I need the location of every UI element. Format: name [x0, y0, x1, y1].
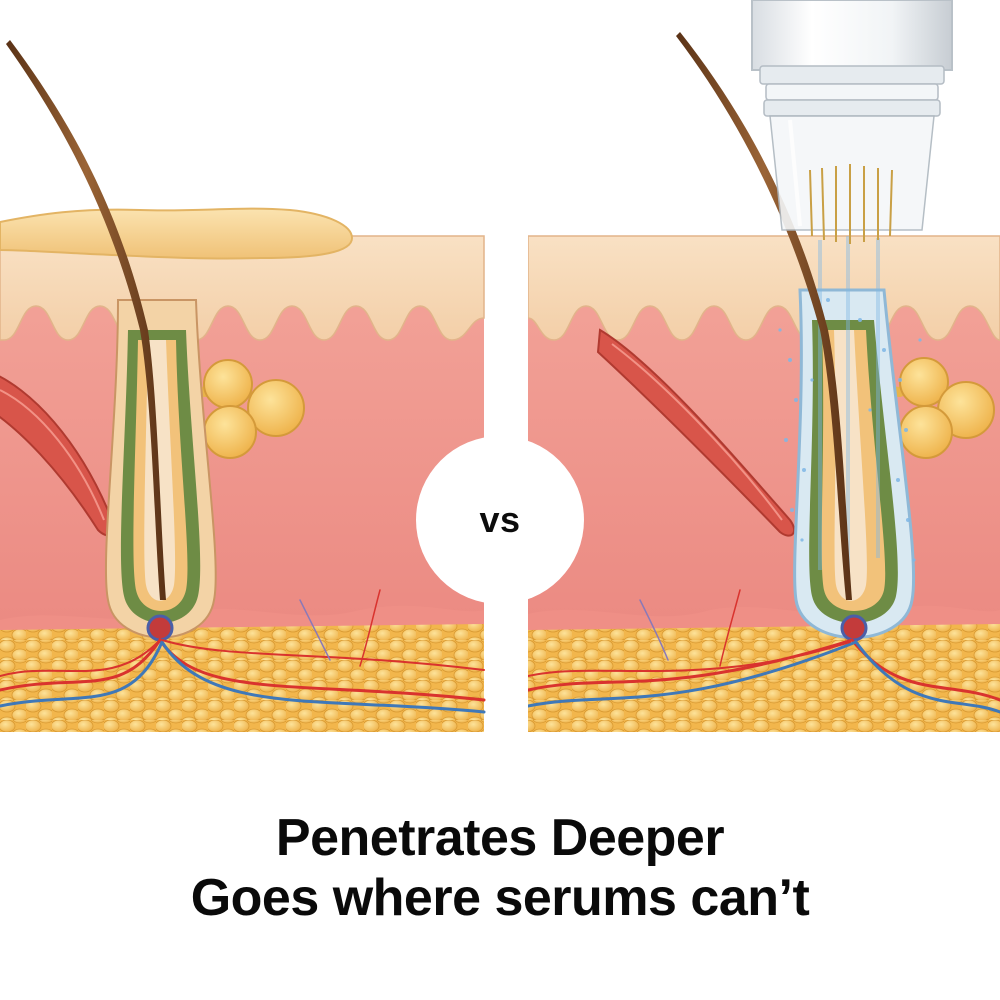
hair-shaft	[676, 32, 852, 600]
headline: Penetrates Deeper	[275, 809, 725, 867]
vs-badge: vs	[416, 436, 584, 604]
dermal-papilla	[146, 614, 174, 642]
hair-follicle	[104, 299, 217, 642]
vs-label: vs	[479, 499, 521, 540]
panel-topical-serum	[0, 40, 486, 732]
blood-vessels	[0, 589, 486, 714]
sebaceous-gland	[845, 357, 995, 459]
fat-layer	[528, 620, 1000, 732]
infused-droplets	[778, 236, 922, 576]
dermal-papilla	[840, 614, 868, 642]
arrector-pili-muscle	[596, 328, 796, 537]
fat-layer	[0, 620, 484, 732]
microneedles	[809, 164, 893, 244]
blood-vessels	[528, 589, 1000, 714]
subheadline: Goes where serums can’t	[190, 869, 810, 927]
device-cartridge	[751, 0, 953, 231]
serum-layer	[0, 207, 354, 260]
panel-microneedle-device	[528, 0, 1000, 732]
